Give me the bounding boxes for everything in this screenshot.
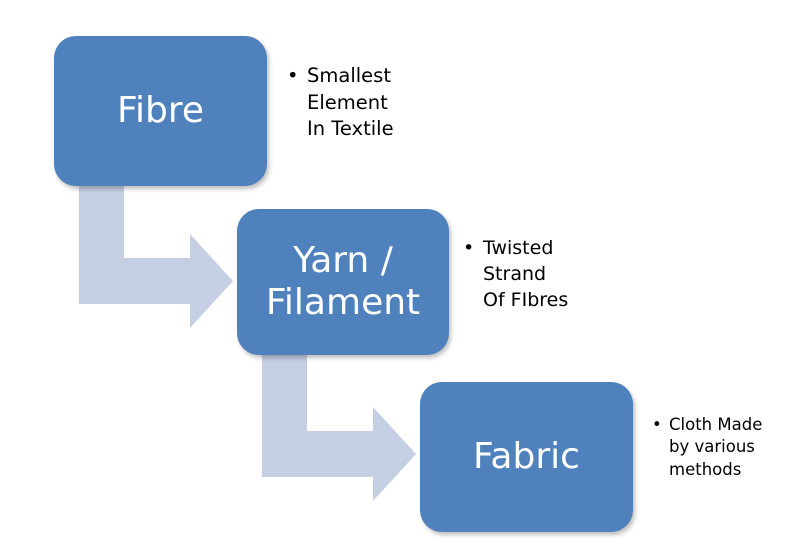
note-fabric: • Cloth Made by various methods bbox=[652, 414, 762, 481]
bullet-icon: • bbox=[463, 237, 475, 259]
note-text-fabric: Cloth Made by various methods bbox=[669, 415, 763, 479]
bent-arrow-fibre-to-yarn bbox=[79, 186, 233, 328]
note-fibre: • Smallest Element In Textile bbox=[287, 63, 394, 143]
step-label-fibre: Fibre bbox=[116, 89, 205, 131]
step-box-yarn-filament: Yarn / Filament bbox=[237, 209, 449, 355]
step-label-yarn-filament: Yarn / Filament bbox=[265, 239, 421, 323]
note-text-yarn-filament: Twisted Strand Of FIbres bbox=[483, 237, 569, 312]
note-yarn-filament: • Twisted Strand Of FIbres bbox=[463, 235, 568, 313]
step-label-fabric: Fabric bbox=[473, 435, 580, 477]
bullet-icon: • bbox=[287, 64, 299, 87]
step-box-fibre: Fibre bbox=[54, 36, 267, 186]
note-text-fibre: Smallest Element In Textile bbox=[307, 64, 394, 141]
bullet-icon: • bbox=[652, 415, 662, 434]
bent-arrow-yarn-to-fabric bbox=[262, 355, 416, 501]
step-box-fabric: Fabric bbox=[420, 382, 633, 532]
